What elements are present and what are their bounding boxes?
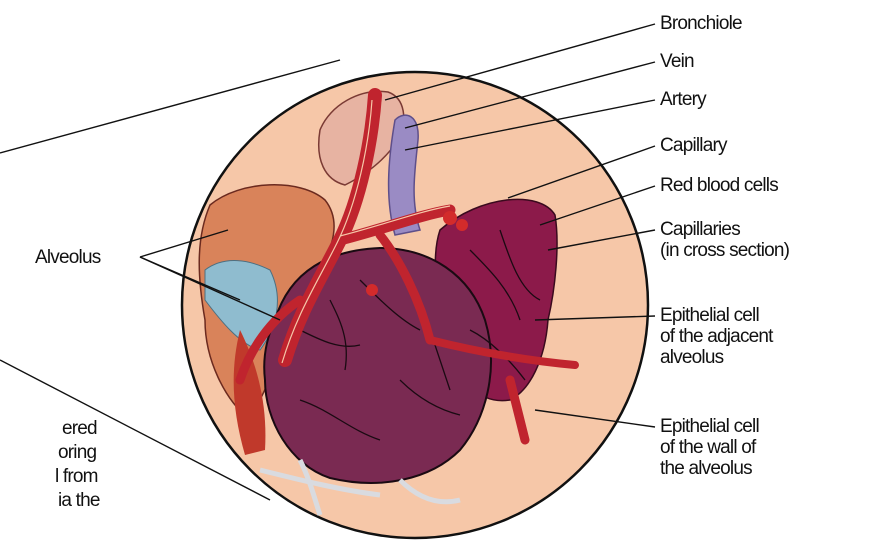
label-epithelial-wall-line2: of the wall of — [660, 437, 759, 458]
label-epithelial-wall-line3: the alveolus — [660, 458, 759, 479]
leader-bronchiole — [385, 24, 655, 100]
label-capillaries-line1: Capillaries — [660, 219, 789, 240]
label-epithelial-wall-line1: Epithelial cell — [660, 416, 759, 437]
cropped-text-line1: ered — [62, 417, 97, 441]
label-epithelial-adjacent: Epithelial cell of the adjacent alveolus — [660, 305, 773, 368]
central-alveolus — [264, 248, 491, 483]
cropped-text-line3: l from — [55, 465, 98, 489]
label-red-blood-cells: Red blood cells — [660, 175, 778, 196]
label-artery: Artery — [660, 89, 706, 110]
label-epithelial-wall: Epithelial cell of the wall of the alveo… — [660, 416, 759, 479]
label-capillaries: Capillaries (in cross section) — [660, 219, 789, 261]
label-epithelial-adjacent-line1: Epithelial cell — [660, 305, 773, 326]
label-vein: Vein — [660, 51, 694, 72]
label-bronchiole: Bronchiole — [660, 13, 742, 34]
cropped-text-line4: ia the — [58, 489, 100, 513]
label-epithelial-adjacent-line3: alveolus — [660, 347, 773, 368]
cropped-text-line2: oring — [58, 441, 96, 465]
label-epithelial-adjacent-line2: of the adjacent — [660, 326, 773, 347]
label-capillary: Capillary — [660, 135, 727, 156]
label-capillaries-line2: (in cross section) — [660, 240, 789, 261]
label-alveolus: Alveolus — [35, 247, 100, 268]
